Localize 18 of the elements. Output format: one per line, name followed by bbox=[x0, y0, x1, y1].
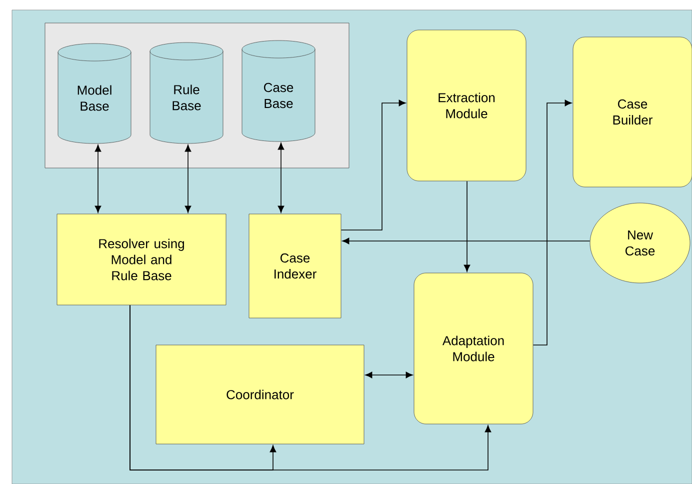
database-cylinder: Rule Base bbox=[150, 42, 224, 144]
database-cylinder: Model Base bbox=[58, 43, 132, 144]
process-box: Resolver using Model and Rule Base bbox=[56, 214, 226, 306]
process-box: Coordinator bbox=[156, 344, 364, 444]
arrow bbox=[184, 144, 192, 213]
module-box: Case Builder bbox=[572, 36, 692, 188]
arrow bbox=[365, 372, 413, 378]
process-box: Case Indexer bbox=[248, 214, 342, 318]
arrow bbox=[532, 100, 572, 346]
module-box: Adaptation Module bbox=[414, 272, 534, 424]
arrow bbox=[340, 100, 406, 230]
database-cylinder: Case Base bbox=[242, 40, 316, 142]
arrow bbox=[342, 238, 590, 244]
module-box: Extraction Module bbox=[406, 30, 526, 182]
arrow bbox=[94, 144, 102, 213]
arrow bbox=[464, 180, 470, 272]
arrow bbox=[130, 304, 492, 470]
arrow bbox=[278, 142, 284, 213]
